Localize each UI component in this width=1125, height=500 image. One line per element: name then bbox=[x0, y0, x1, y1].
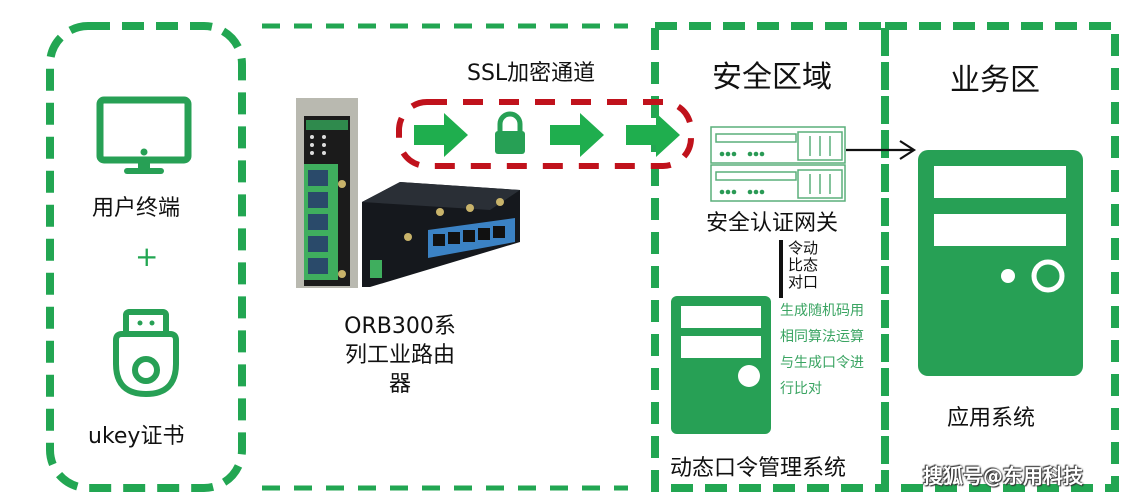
otp-note-line3: 与生成口令进 bbox=[780, 355, 864, 371]
dynamic-compare-label: 令动 比态 对口 bbox=[788, 240, 818, 291]
security-zone-title: 安全区域 bbox=[712, 60, 832, 95]
ukey-label: ukey证书 bbox=[88, 424, 185, 449]
arrow-right-icon bbox=[414, 113, 468, 157]
compare-connector-line bbox=[779, 240, 783, 298]
terminal-label: 用户终端 bbox=[92, 196, 181, 221]
otp-note: 生成随机码用 相同算法运算 与生成口令进 行比对 bbox=[780, 298, 864, 402]
otp-server-icon bbox=[671, 296, 771, 434]
ssl-tunnel-label: SSL加密通道 bbox=[467, 61, 596, 86]
usb-key-icon bbox=[113, 309, 179, 398]
gateway-label: 安全认证网关 bbox=[706, 211, 839, 236]
watermark: 搜狐号@东用科技 bbox=[923, 464, 1083, 488]
gateway-server-icon bbox=[710, 126, 846, 202]
lock-icon bbox=[495, 111, 525, 154]
business-zone-title: 业务区 bbox=[950, 63, 1040, 98]
router-label-line3: 器 bbox=[388, 372, 411, 397]
compare-row-1: 令动 bbox=[788, 239, 819, 257]
compare-row-2: 比态 bbox=[788, 256, 819, 274]
compare-col-1: 令动 比态 对口 bbox=[788, 240, 818, 291]
otp-note-line4: 行比对 bbox=[780, 381, 822, 397]
router-label-line1: ORB300系 bbox=[344, 314, 456, 339]
otp-system-label: 动态口令管理系统 bbox=[670, 456, 847, 481]
plus-sign: + bbox=[135, 240, 159, 273]
monitor-icon bbox=[96, 96, 192, 174]
otp-note-line1: 生成随机码用 bbox=[780, 303, 864, 319]
arrow-right-icon bbox=[626, 113, 680, 157]
router-label-line2: 列工业路由 bbox=[344, 343, 455, 368]
compare-row-3: 对口 bbox=[788, 273, 819, 291]
ssl-tunnel bbox=[396, 99, 694, 169]
otp-note-line2: 相同算法运算 bbox=[780, 329, 864, 345]
app-server-icon bbox=[918, 150, 1083, 376]
router-label: ORB300系 列工业路由 器 bbox=[330, 312, 470, 399]
industrial-router-image bbox=[296, 98, 520, 288]
gateway-to-app-arrow bbox=[846, 140, 917, 160]
app-system-label: 应用系统 bbox=[947, 406, 1036, 431]
arrow-right-icon bbox=[550, 113, 604, 157]
